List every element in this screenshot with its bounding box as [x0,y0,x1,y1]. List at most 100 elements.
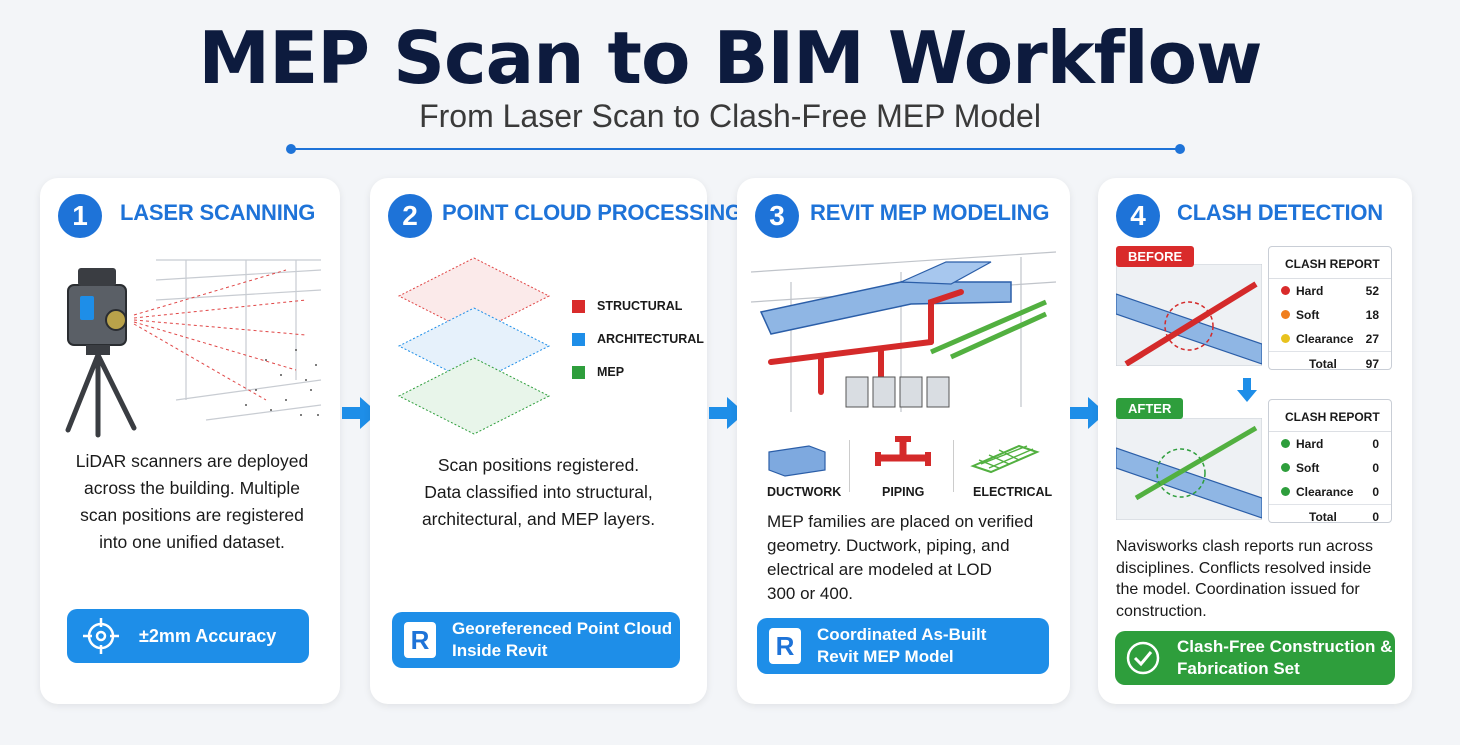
before-tag: BEFORE [1116,246,1195,267]
title-divider [290,148,1180,150]
mep-swatch [572,366,585,379]
badge-label: Inside Revit [452,641,548,660]
clearance-status-dot [1281,334,1290,343]
category-divider [849,440,850,492]
down-arrow-icon [1237,378,1257,402]
revit-mep-model-illustration [751,251,1056,412]
step-title: POINT CLOUD PROCESSING [442,200,742,225]
description-line: electrical are modeled at LOD [767,560,992,579]
divider-dot-left [286,144,296,154]
clearance-status-dot [1281,487,1290,496]
step-card-revit-modeling: 3 REVIT MEP MODELING DUCTWORK PIPING E [737,178,1070,704]
step-title: REVIT MEP MODELING [810,200,1050,225]
badge-label: Fabrication Set [1177,659,1300,678]
step-card-laser-scanning: 1 LASER SCANNING LiDAR scanners are [40,178,340,704]
description-line: scan positions are registered [80,505,304,525]
report-row: Clearance 27 [1269,327,1391,351]
flow-arrow-icon [342,397,378,429]
clash-free-badge: Clash-Free Construction & Fabrication Se… [1115,631,1395,685]
step-card-point-cloud: 2 POINT CLOUD PROCESSING STRUCTURAL ARCH… [370,178,742,704]
category-divider [953,440,954,492]
description-line: MEP families are placed on verified [767,512,1034,531]
badge-label: Georeferenced Point Cloud [452,619,673,638]
description-line: Navisworks clash reports run across [1116,538,1373,555]
revit-logo-icon: R [769,628,801,664]
row-value: 0 [1372,461,1379,475]
total-value: 0 [1372,510,1379,524]
hard-status-dot [1281,286,1290,295]
badge-label: ±2mm Accuracy [139,625,277,646]
description-line: Scan positions registered. [437,455,640,475]
description-line: LiDAR scanners are deployed [75,451,309,471]
check-circle-icon [1126,641,1160,675]
piping-icon [875,436,931,466]
page-subtitle: From Laser Scan to Clash-Free MEP Model [419,98,1041,134]
row-label: Hard [1296,284,1324,298]
hard-status-dot [1281,439,1290,448]
report-row: Soft 0 [1269,456,1391,480]
report-row: Hard 52 [1269,279,1391,303]
clash-after-illustration [1116,418,1262,520]
laser-scanner-illustration [65,259,322,438]
row-label: Soft [1296,308,1320,322]
row-label: Hard [1296,437,1324,451]
report-total-row: Total 0 [1269,504,1391,528]
report-row: Clearance 0 [1269,480,1391,504]
point-cloud-badge: R Georeferenced Point Cloud Inside Revit [392,612,680,668]
legend-structural: STRUCTURAL [597,299,683,313]
page-title: MEP Scan to BIM Workflow [198,16,1262,100]
legend-architectural: ARCHITECTURAL [597,332,704,346]
badge-label: Clash-Free Construction & [1177,637,1393,656]
flow-arrow-icon [1070,397,1106,429]
step-number: 3 [755,194,799,238]
row-value: 27 [1365,332,1379,346]
architectural-swatch [572,333,585,346]
description-line: the model. Coordination issued for [1116,581,1360,598]
soft-status-dot [1281,310,1290,319]
row-label: Clearance [1296,485,1354,499]
clash-report-after: CLASH REPORT Hard 0 Soft 0 Clearance 0 Tota… [1268,399,1392,524]
row-value: 52 [1365,284,1379,298]
category-electrical: ELECTRICAL [973,485,1053,499]
header: MEP Scan to BIM Workflow From Laser Scan… [0,0,1460,160]
badge-label: Revit MEP Model [817,647,954,666]
flow-arrow-icon [709,397,745,429]
point-cloud-layers-illustration [397,257,551,435]
row-value: 0 [1372,485,1379,499]
step-title: CLASH DETECTION [1177,200,1384,225]
description-line: into one unified dataset. [99,532,285,552]
badge-label: Coordinated As-Built [817,625,987,644]
description-line: disciplines. Conflicts resolved inside [1116,559,1372,577]
step-title: LASER SCANNING [120,200,316,225]
report-title: CLASH REPORT [1269,400,1391,432]
revit-logo-icon: R [404,622,436,658]
total-label: Total [1309,510,1337,524]
report-total-row: Total 97 [1269,351,1391,375]
step-number: 4 [1116,194,1160,238]
row-label: Soft [1296,461,1320,475]
clash-before-illustration [1116,264,1262,366]
divider-dot-right [1175,144,1185,154]
description-line: architectural, and MEP layers. [421,509,656,529]
description-line: geometry. Ductwork, piping, and [767,536,1010,555]
total-value: 97 [1365,357,1379,371]
report-row: Hard 0 [1269,432,1391,456]
accuracy-badge: ±2mm Accuracy [67,609,309,663]
step-card-clash-detection: 4 CLASH DETECTION BEFORE CLASH REPORT Ha… [1098,178,1412,704]
soft-status-dot [1281,463,1290,472]
description-line: 300 or 400. [767,584,854,603]
description-line: construction. [1116,602,1207,620]
after-tag: AFTER [1116,398,1184,419]
row-label: Clearance [1296,332,1354,346]
description-line: Data classified into structural, [424,482,653,502]
total-label: Total [1309,357,1337,371]
cable-tray-icon [970,444,1040,474]
category-ductwork: DUCTWORK [767,485,842,499]
row-value: 0 [1372,437,1379,451]
crosshair-icon [83,618,119,654]
description-line: across the building. Multiple [84,478,300,498]
ductwork-icon [768,445,826,477]
revit-model-badge: R Coordinated As-Built Revit MEP Model [757,618,1049,674]
